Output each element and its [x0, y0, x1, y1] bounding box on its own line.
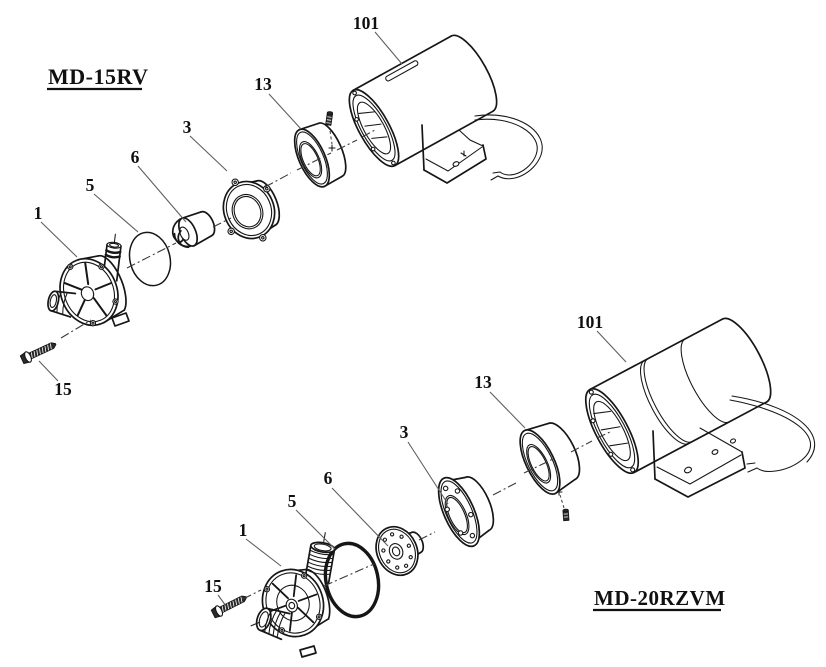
pump-head-drawing	[47, 233, 130, 327]
model-name: MD-15RV	[48, 64, 148, 89]
callout-impeller-6: 6	[131, 147, 140, 167]
casing-drawing	[437, 476, 495, 548]
model-label-md15rv: MD-15RV	[47, 64, 148, 91]
magnet-cup-drawing	[293, 122, 347, 188]
motor-drawing	[348, 34, 543, 184]
centerline	[60, 129, 376, 339]
callout-pump-head-1: 1	[34, 203, 43, 223]
power-cord	[729, 395, 816, 473]
magnet-cup-drawing	[519, 422, 581, 495]
callout-screw-15: 15	[54, 379, 72, 399]
model-name: MD-20RZVM	[594, 586, 726, 610]
callout-motor-101: 101	[577, 312, 603, 332]
gasket-drawing	[128, 231, 172, 287]
callout-casing-3: 3	[400, 422, 409, 442]
screw-drawing	[19, 342, 57, 365]
impeller-drawing	[171, 210, 216, 249]
motor-drawing	[584, 317, 816, 498]
casing-drawing	[222, 178, 281, 242]
set-screw-drawing	[555, 488, 570, 522]
set-screw-drawing	[325, 111, 336, 152]
leader-lines	[217, 330, 627, 607]
screw-drawing	[210, 595, 247, 619]
callout-impeller-6: 6	[324, 468, 333, 488]
callout-gasket-5: 5	[86, 175, 95, 195]
motor-bracket	[652, 427, 746, 498]
impeller-holes	[381, 532, 413, 570]
diagram-md-15rv: 101 13 3 6 5 1 15 MD-15RV	[19, 13, 543, 399]
centerline	[242, 431, 611, 600]
callout-motor-101: 101	[353, 13, 379, 33]
diagram-md-20rzvm: 101 13 3 6 5 1 15 MD-20RZVM	[204, 312, 816, 658]
callout-magnet-cup-13: 13	[254, 74, 272, 94]
outlet-port	[304, 532, 336, 584]
callout-screw-15: 15	[204, 576, 222, 596]
pump-head-drawing	[250, 532, 336, 658]
impeller-drawing	[375, 525, 425, 577]
model-label-md20rzvm: MD-20RZVM	[593, 586, 726, 612]
motor-bracket	[421, 124, 487, 184]
callout-o-ring-5: 5	[288, 491, 297, 511]
power-cord	[474, 114, 543, 181]
callout-casing-3: 3	[183, 117, 192, 137]
callout-pump-head-1: 1	[239, 520, 248, 540]
callout-magnet-cup-13: 13	[474, 372, 492, 392]
casing-bolt-holes	[442, 485, 476, 539]
inlet-port	[47, 290, 77, 318]
inlet-port	[250, 607, 291, 641]
outlet-port	[101, 233, 122, 282]
leader-lines	[38, 31, 403, 382]
